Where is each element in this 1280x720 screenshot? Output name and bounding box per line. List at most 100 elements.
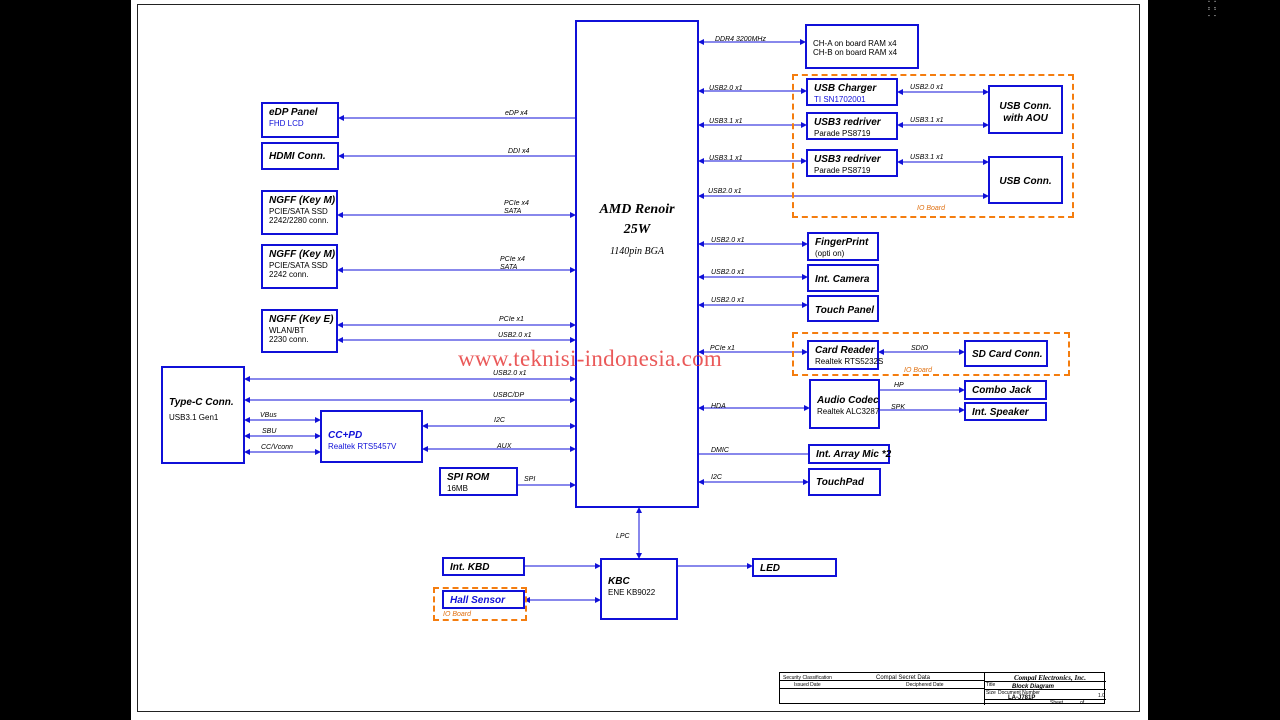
camera-block: Int. Camera [807, 264, 879, 292]
hall-sensor-block: Hall Sensor [442, 590, 525, 609]
camera-title: Int. Camera [815, 274, 870, 285]
tb-of: of [1080, 700, 1085, 706]
signal-ddr4: DDR4 3200MHz [715, 36, 766, 43]
typec-sub: USB3.1 Gen1 [169, 412, 219, 422]
led-title: LED [760, 563, 780, 574]
typec-conn-block: Type-C Conn. USB3.1 Gen1 [161, 366, 245, 464]
int-kbd-block: Int. KBD [442, 557, 525, 576]
tb-doc-number: LA-J781P [1008, 695, 1036, 701]
usb3-redriver-2-block: USB3 redriver Parade PS8719 [806, 149, 898, 177]
signal-ssd1-pcie: PCIe x4 [504, 200, 529, 207]
schematic-sheet: IO Board IO Board IO Board AMD Renoir 25… [131, 0, 1148, 720]
signal-i2c-tpad: I2C [711, 474, 722, 481]
signal-ssd1-sata: SATA [504, 208, 522, 215]
ngff-m-1-sub1: PCIE/SATA SSD [269, 206, 328, 216]
tb-issued: Issued Date [794, 682, 821, 688]
signal-usb20-tp: USB2.0 x1 [711, 297, 745, 304]
speaker-title: Int. Speaker [972, 407, 1029, 418]
signal-sbu: SBU [262, 428, 277, 435]
ccpd-block: CC+PD Realtek RTS5457V [320, 410, 423, 463]
ngff-e-sub2: 2230 conn. [269, 334, 309, 344]
card-reader-block: Card Reader Realtek RTS5232S [807, 340, 884, 370]
ram-block: CH-A on board RAM x4 CH-B on board RAM x… [805, 24, 919, 69]
touchpad-block: TouchPad [808, 468, 881, 496]
io-board-label-card: IO Board [904, 367, 933, 374]
signal-spi: SPI [524, 476, 536, 483]
ngff-m-1-sub2: 2242/2280 conn. [269, 215, 329, 225]
led-block: LED [752, 558, 837, 577]
spi-rom-title: SPI ROM [447, 472, 490, 483]
hdmi-block: HDMI Conn. [261, 142, 339, 170]
cpu-block: AMD Renoir 25W 1140pin BGA [575, 20, 699, 508]
tb-deciphered: Deciphered Date [906, 682, 944, 688]
tb-rev: 1.0 [1098, 693, 1105, 699]
usb-charger-title: USB Charger [814, 83, 877, 94]
cpu-name: AMD Renoir [599, 202, 675, 217]
tb-title: Block Diagram [1012, 684, 1055, 690]
tb-divider-h5 [984, 699, 1106, 700]
redriver-1-part: Parade PS8719 [814, 128, 871, 138]
signal-usb20-aou: USB2.0 x1 [910, 84, 944, 91]
sd-card-block: SD Card Conn. [964, 340, 1048, 367]
fingerprint-option: (opti on) [815, 248, 845, 258]
signal-wlan-pcie: PCIe x1 [499, 316, 524, 323]
signal-aux: AUX [497, 443, 512, 450]
title-block: Security Classification Compal Secret Da… [779, 672, 1106, 706]
usb-charger-block: USB Charger TI SN1702001 [806, 78, 898, 106]
edp-panel-block: eDP Panel FHD LCD [261, 102, 339, 138]
ngff-e-sub1: WLAN/BT [269, 325, 305, 335]
card-reader-title: Card Reader [815, 345, 875, 356]
signal-hda: HDA [711, 403, 726, 410]
int-kbd-title: Int. KBD [450, 562, 490, 573]
signal-usb31-aou: USB3.1 x1 [910, 117, 944, 124]
signal-usb31-redriver2: USB3.1 x1 [709, 155, 743, 162]
fingerprint-title: FingerPrint [815, 237, 869, 248]
sheet-border [137, 4, 1140, 712]
signal-usb31-conn: USB3.1 x1 [910, 154, 944, 161]
tb-size-label: Size [986, 690, 996, 696]
usb-conn-aou-title: USB Conn. with AOU [999, 101, 1052, 124]
close-viewer-icon[interactable]: ⸬⸬ [1207, 0, 1217, 19]
signal-ssd2-sata: SATA [500, 264, 518, 271]
ngff-e-title: NGFF (Key E) [269, 314, 334, 325]
fingerprint-block: FingerPrint (opti on) [807, 232, 879, 261]
ram-line-a: CH-A on board RAM x4 [813, 39, 897, 48]
io-board-label-hall: IO Board [443, 611, 472, 618]
redriver-1-title: USB3 redriver [814, 117, 881, 128]
tb-divider-h3 [984, 681, 1106, 682]
tb-company: Compal Electronics, Inc. [1014, 674, 1086, 682]
io-board-region-card [792, 332, 1070, 376]
tb-divider-h4 [984, 689, 1106, 690]
signal-usb20-fp: USB2.0 x1 [711, 237, 745, 244]
combo-jack-block: Combo Jack [964, 380, 1047, 400]
signal-edp: eDP x4 [505, 110, 528, 117]
combo-jack-title: Combo Jack [972, 385, 1032, 396]
tb-sheet: Sheet [1050, 700, 1064, 706]
usb-conn-title: USB Conn. [999, 176, 1052, 187]
signal-usb20-conn: USB2.0 x1 [708, 188, 742, 195]
tb-divider-h2 [780, 688, 984, 689]
audio-codec-title: Audio Codec [817, 395, 879, 406]
card-reader-part: Realtek RTS5232S [815, 356, 884, 366]
spi-rom-block: SPI ROM 16MB [439, 467, 518, 496]
signal-ddi: DDI x4 [508, 148, 530, 155]
ccpd-part: Realtek RTS5457V [328, 441, 397, 451]
signal-lpc: LPC [616, 533, 630, 540]
touchpad-title: TouchPad [816, 477, 864, 488]
signal-pcie-cr: PCIe x1 [710, 345, 735, 352]
typec-title: Type-C Conn. [169, 397, 234, 408]
spi-rom-size: 16MB [447, 483, 468, 493]
redriver-2-part: Parade PS8719 [814, 165, 871, 175]
ngff-m-2-title: NGFF (Key M) [269, 249, 336, 260]
signal-i2c-pd: I2C [494, 417, 505, 424]
ngff-m-1-block: NGFF (Key M) PCIE/SATA SSD 2242/2280 con… [261, 190, 338, 235]
tb-title-label: Title [986, 682, 996, 688]
watermark-text: www.teknisi-indonesia.com [458, 346, 723, 371]
ccpd-title: CC+PD [328, 430, 363, 441]
io-board-region-hall [433, 587, 527, 621]
edp-sub: FHD LCD [269, 118, 304, 128]
speaker-block: Int. Speaker [964, 402, 1047, 421]
ram-line-b: CH-B on board RAM x4 [813, 48, 898, 58]
cpu-package: 1140pin BGA [610, 246, 664, 257]
